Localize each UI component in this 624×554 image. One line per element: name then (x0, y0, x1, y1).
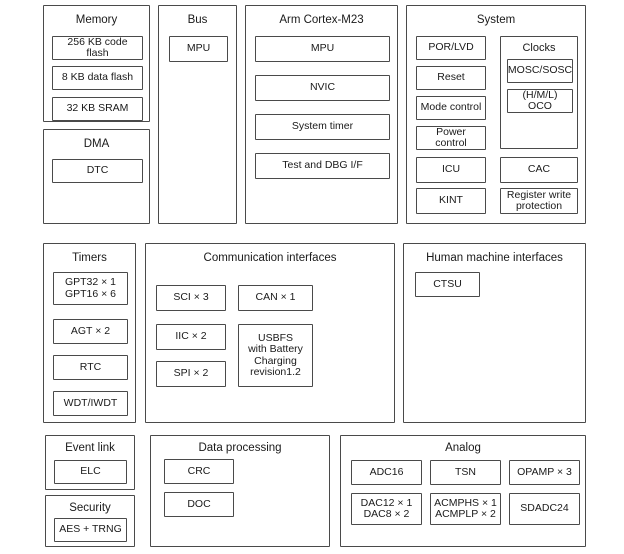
block-aes-trng: AES + TRNG (54, 518, 127, 542)
block-doc: DOC (164, 492, 234, 517)
panel-timers-title: Timers (72, 252, 107, 264)
block-opamp: OPAMP × 3 (509, 460, 580, 485)
block-bus-mpu: MPU (169, 36, 228, 62)
block-cac: CAC (500, 157, 578, 183)
block-elc: ELC (54, 460, 127, 484)
panel-security: Security AES + TRNG (45, 495, 135, 547)
block-kint: KINT (416, 188, 486, 214)
block-mode-control: Mode control (416, 96, 486, 120)
block-cpu-nvic: NVIC (255, 75, 390, 101)
panel-event-link: Event link ELC (45, 435, 135, 490)
block-crc: CRC (164, 459, 234, 484)
panel-communication-interfaces: Communication interfaces SCI × 3 IIC × 2… (145, 243, 395, 423)
block-code-flash: 256 KB code flash (52, 36, 143, 60)
block-usbfs: USBFS with Battery Charging revision1.2 (238, 324, 313, 387)
panel-bus-title: Bus (187, 14, 208, 26)
block-dtc: DTC (52, 159, 143, 183)
panel-analog-title: Analog (445, 442, 481, 454)
subpanel-clocks-title: Clocks (522, 42, 556, 54)
panel-memory: Memory 256 KB code flash 8 KB data flash… (43, 5, 150, 122)
block-cpu-system-timer: System timer (255, 114, 390, 140)
block-sdadc24: SDADC24 (509, 493, 580, 525)
panel-memory-title: Memory (75, 14, 118, 26)
block-agt: AGT × 2 (53, 319, 128, 344)
block-cpu-mpu: MPU (255, 36, 390, 62)
subpanel-clocks: Clocks MOSC/SOSC (H/M/L) OCO (500, 36, 578, 149)
block-adc16: ADC16 (351, 460, 422, 485)
block-can: CAN × 1 (238, 285, 313, 311)
panel-dma: DMA DTC (43, 129, 150, 224)
panel-system-title: System (476, 14, 516, 26)
panel-security-title: Security (69, 502, 111, 514)
block-dac: DAC12 × 1 DAC8 × 2 (351, 493, 422, 525)
block-power-control: Power control (416, 126, 486, 150)
block-wdt-iwdt: WDT/IWDT (53, 391, 128, 416)
block-mosc-sosc: MOSC/SOSC (507, 59, 573, 83)
panel-data-processing-title: Data processing (198, 442, 282, 454)
panel-hmi-title: Human machine interfaces (426, 252, 563, 264)
panel-timers: Timers GPT32 × 1 GPT16 × 6 AGT × 2 RTC W… (43, 243, 136, 423)
block-cpu-test-dbg-if: Test and DBG I/F (255, 153, 390, 179)
block-spi: SPI × 2 (156, 361, 226, 387)
panel-arm-cortex-m23: Arm Cortex-M23 MPU NVIC System timer Tes… (245, 5, 398, 224)
block-gpt: GPT32 × 1 GPT16 × 6 (53, 272, 128, 305)
block-acmp: ACMPHS × 1 ACMPLP × 2 (430, 493, 501, 525)
panel-communication-title: Communication interfaces (203, 252, 337, 264)
block-por-lvd: POR/LVD (416, 36, 486, 60)
block-rtc: RTC (53, 355, 128, 380)
block-register-write-protection: Register write protection (500, 188, 578, 214)
block-hml-oco: (H/M/L) OCO (507, 89, 573, 113)
block-reset: Reset (416, 66, 486, 90)
block-data-flash: 8 KB data flash (52, 66, 143, 90)
panel-data-processing: Data processing CRC DOC (150, 435, 330, 547)
block-sci: SCI × 3 (156, 285, 226, 311)
block-sram: 32 KB SRAM (52, 97, 143, 121)
panel-event-link-title: Event link (65, 442, 115, 454)
block-iic: IIC × 2 (156, 324, 226, 350)
panel-bus: Bus MPU (158, 5, 237, 224)
panel-system: System POR/LVD Reset Mode control Power … (406, 5, 586, 224)
block-tsn: TSN (430, 460, 501, 485)
block-ctsu: CTSU (415, 272, 480, 297)
panel-human-machine-interfaces: Human machine interfaces CTSU (403, 243, 586, 423)
block-icu: ICU (416, 157, 486, 183)
panel-dma-title: DMA (83, 138, 110, 150)
panel-cpu-title: Arm Cortex-M23 (279, 14, 364, 26)
panel-analog: Analog ADC16 TSN OPAMP × 3 DAC12 × 1 DAC… (340, 435, 586, 547)
